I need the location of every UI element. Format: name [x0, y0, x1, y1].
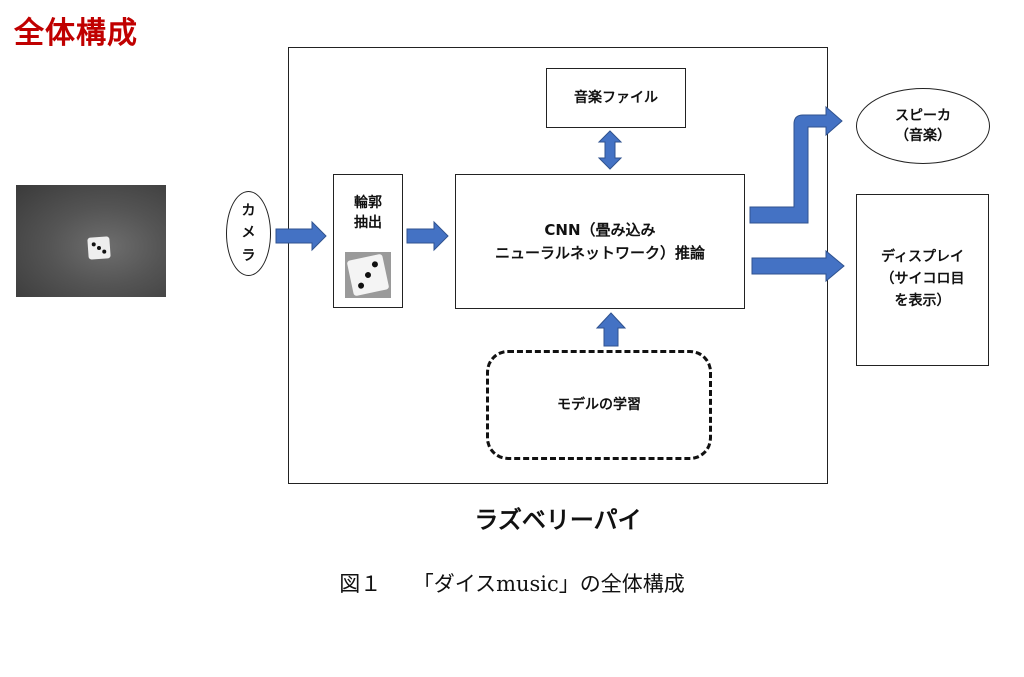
music-file-box: 音楽ファイル [546, 68, 686, 128]
cnn-label-line: ニューラルネットワーク）推論 [494, 243, 705, 262]
camera-label-line: カ [241, 202, 256, 219]
cnn-label-line: CNN（畳み込み [544, 221, 656, 239]
camera-node: カ メ ラ [226, 191, 271, 276]
training-label: モデルの学習 [557, 396, 641, 413]
figure-caption: 図１ 「ダイスmusic」の全体構成 [339, 572, 685, 596]
music-file-label: 音楽ファイル [574, 89, 658, 106]
page-heading: 全体構成 [14, 16, 138, 51]
camera-label-line: ラ [241, 247, 256, 264]
arrow-music-cnn-bidirectional [597, 130, 623, 170]
raspberry-pi-label: ラズベリーパイ [474, 506, 642, 534]
camera-label-line: メ [241, 225, 256, 242]
contour-label-line: 抽出 [354, 215, 382, 232]
contour-label-line: 輪郭 [354, 195, 382, 211]
cnn-inference-box: CNN（畳み込み ニューラルネットワーク）推論 [455, 174, 745, 309]
arrow-camera-to-contour [275, 220, 327, 252]
speaker-node: スピーカ （音楽） [856, 88, 990, 164]
arrow-training-to-cnn [595, 312, 627, 347]
arrow-cnn-to-speaker [749, 105, 843, 224]
display-box: ディスプレイ （サイコロ目 を表示） [856, 194, 989, 366]
arrow-cnn-to-display [751, 249, 845, 283]
display-label-line: ディスプレイ [880, 249, 965, 266]
speaker-label-line: スピーカ [895, 107, 951, 124]
model-training-box: モデルの学習 [486, 350, 712, 460]
arrow-contour-to-cnn [406, 220, 449, 252]
camera-photo [16, 185, 166, 297]
speaker-label-line: （音楽） [895, 128, 951, 144]
extracted-die-image [345, 252, 391, 298]
display-label-line: を表示） [894, 292, 951, 309]
display-label-line: （サイコロ目 [880, 271, 965, 288]
